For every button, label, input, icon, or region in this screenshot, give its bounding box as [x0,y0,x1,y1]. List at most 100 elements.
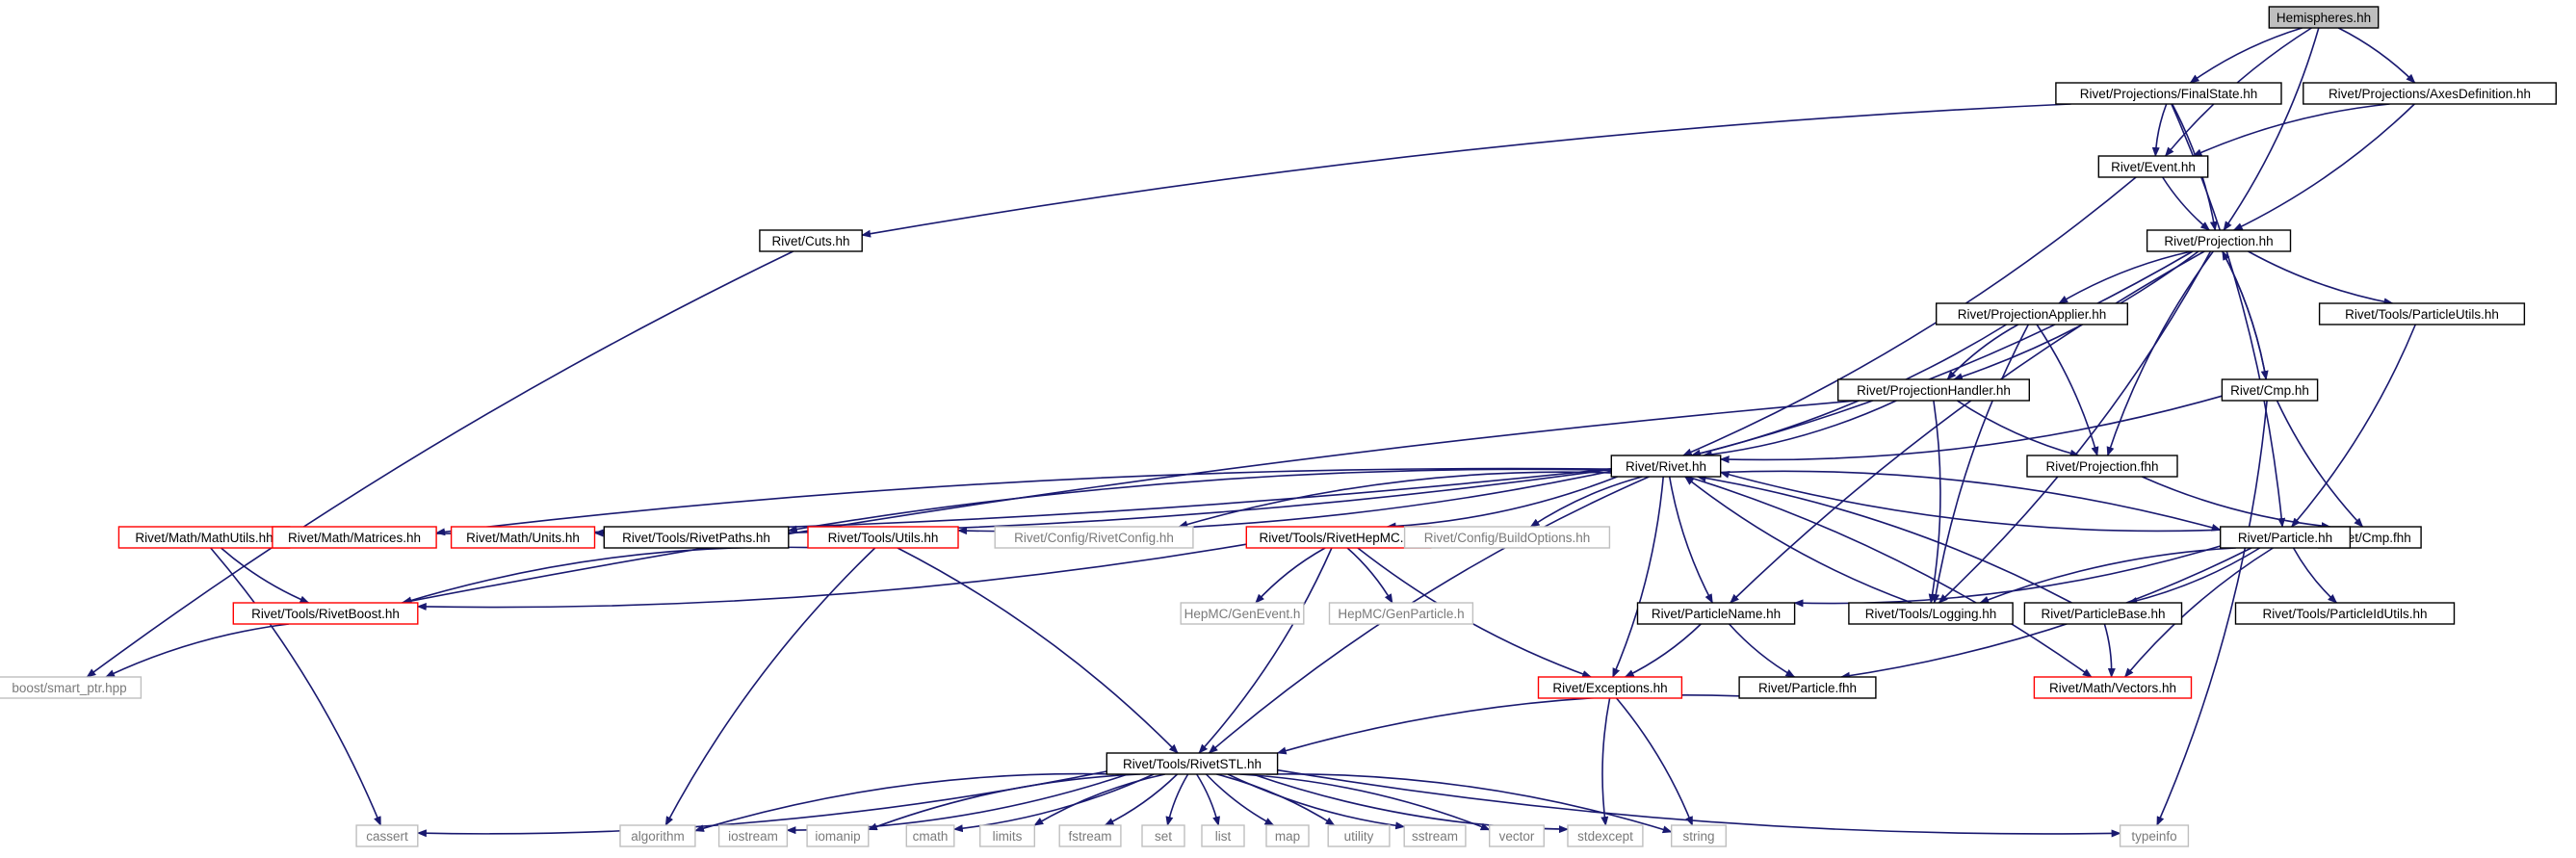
node-box[interactable] [450,526,596,549]
node-sstream[interactable]: sstream [1403,824,1467,847]
node-box[interactable] [1265,824,1310,847]
node-list[interactable]: list [1201,824,1245,847]
node-box[interactable] [1488,824,1545,847]
node-rivet[interactable]: Rivet/Rivet.hh [1610,455,1722,478]
node-particlefhh[interactable]: Rivet/Particle.fhh [1738,676,1877,699]
node-box[interactable] [2221,378,2319,402]
node-box[interactable] [2097,155,2209,178]
node-event[interactable]: Rivet/Event.hh [2097,155,2209,178]
node-utility[interactable]: utility [1327,824,1391,847]
node-logging[interactable]: Rivet/Tools/Logging.hh [1848,602,2014,625]
node-iostream[interactable]: iostream [717,824,789,847]
node-box[interactable] [1106,752,1279,775]
node-box[interactable] [232,602,419,625]
node-box[interactable] [2023,602,2183,625]
node-algorithm[interactable]: algorithm [619,824,696,847]
node-box[interactable] [1567,824,1644,847]
edge-particle-to-particlefhh [1840,547,2252,680]
node-rivetpaths[interactable]: Rivet/Tools/RivetPaths.hh [603,526,790,549]
node-box[interactable] [806,824,870,847]
node-box[interactable] [2146,229,2292,252]
node-set[interactable]: set [1141,824,1185,847]
node-particle[interactable]: Rivet/Particle.hh [2219,526,2352,549]
node-utils[interactable]: Rivet/Tools/Utils.hh [807,526,959,549]
node-box[interactable] [1836,378,2030,402]
node-box[interactable] [1180,602,1305,625]
node-rivetconfig[interactable]: Rivet/Config/RivetConfig.hh [994,526,1194,549]
node-units[interactable]: Rivet/Math/Units.hh [450,526,596,549]
node-box[interactable] [1848,602,2014,625]
node-map[interactable]: map [1265,824,1310,847]
node-box[interactable] [2234,602,2456,625]
node-mathutils[interactable]: Rivet/Math/MathUtils.hh [117,526,291,549]
node-particlebase[interactable]: Rivet/ParticleBase.hh [2023,602,2183,625]
node-vector[interactable]: vector [1488,824,1545,847]
node-stdexcept[interactable]: stdexcept [1567,824,1644,847]
node-box[interactable] [979,824,1036,847]
node-box[interactable] [1201,824,1245,847]
node-genparticle[interactable]: HepMC/GenParticle.h [1328,602,1474,625]
node-box[interactable] [2055,82,2282,105]
node-box[interactable] [2119,824,2190,847]
node-box[interactable] [1738,676,1877,699]
node-box[interactable] [994,526,1194,549]
node-box[interactable] [2033,676,2193,699]
node-exceptions[interactable]: Rivet/Exceptions.hh [1537,676,1683,699]
node-fstream[interactable]: fstream [1058,824,1122,847]
node-box[interactable] [1403,824,1467,847]
node-projhandler[interactable]: Rivet/ProjectionHandler.hh [1836,378,2030,402]
node-box[interactable] [1403,526,1611,549]
node-box[interactable] [717,824,789,847]
node-rivetstl[interactable]: Rivet/Tools/RivetSTL.hh [1106,752,1279,775]
node-box[interactable] [905,824,955,847]
node-box[interactable] [1935,302,2128,325]
node-box[interactable] [2318,302,2526,325]
node-cmp[interactable]: Rivet/Cmp.hh [2221,378,2319,402]
node-box[interactable] [1537,676,1683,699]
node-axesdef[interactable]: Rivet/Projections/AxesDefinition.hh [2303,82,2558,105]
node-box[interactable] [2303,82,2558,105]
node-box[interactable] [2219,526,2352,549]
node-projfhh[interactable]: Rivet/Projection.fhh [2026,455,2178,478]
node-genevent[interactable]: HepMC/GenEvent.h [1180,602,1305,625]
node-box[interactable] [1636,602,1796,625]
node-box[interactable] [603,526,790,549]
node-box[interactable] [2268,6,2380,29]
node-box[interactable] [759,229,863,252]
node-cmath[interactable]: cmath [905,824,955,847]
node-limits[interactable]: limits [979,824,1036,847]
node-box[interactable] [2026,455,2178,478]
node-box[interactable] [619,824,696,847]
node-rivethepmc[interactable]: Rivet/Tools/RivetHepMC.hh [1245,526,1432,549]
node-matrices[interactable]: Rivet/Math/Matrices.hh [272,526,437,549]
node-buildoptions[interactable]: Rivet/Config/BuildOptions.hh [1403,526,1611,549]
node-box[interactable] [355,824,419,847]
node-projection[interactable]: Rivet/Projection.hh [2146,229,2292,252]
node-box[interactable] [272,526,437,549]
node-finalstate[interactable]: Rivet/Projections/FinalState.hh [2055,82,2282,105]
node-box[interactable] [1141,824,1185,847]
node-particleutils[interactable]: Rivet/Tools/ParticleUtils.hh [2318,302,2526,325]
node-cuts[interactable]: Rivet/Cuts.hh [759,229,863,252]
edge-rivetstl-to-limits [1033,773,1165,826]
node-hemispheres[interactable]: Hemispheres.hh [2268,6,2380,29]
node-projapplier[interactable]: Rivet/ProjectionApplier.hh [1935,302,2128,325]
node-smartptr[interactable]: boost/smart_ptr.hpp [0,676,143,699]
node-box[interactable] [0,676,143,699]
node-rivetboost[interactable]: Rivet/Tools/RivetBoost.hh [232,602,419,625]
node-box[interactable] [1610,455,1722,478]
node-particleidutils[interactable]: Rivet/Tools/ParticleIdUtils.hh [2234,602,2456,625]
node-cassert[interactable]: cassert [355,824,419,847]
node-particlename[interactable]: Rivet/ParticleName.hh [1636,602,1796,625]
node-string[interactable]: string [1670,824,1727,847]
node-iomanip[interactable]: iomanip [806,824,870,847]
node-typeinfo[interactable]: typeinfo [2119,824,2190,847]
node-box[interactable] [1328,602,1474,625]
node-label: Rivet/Projection.fhh [2045,459,2158,474]
node-vectors[interactable]: Rivet/Math/Vectors.hh [2033,676,2193,699]
node-box[interactable] [1327,824,1391,847]
node-box[interactable] [1670,824,1727,847]
node-box[interactable] [1058,824,1122,847]
node-label: Rivet/Math/MathUtils.hh [135,531,273,545]
node-box[interactable] [807,526,959,549]
